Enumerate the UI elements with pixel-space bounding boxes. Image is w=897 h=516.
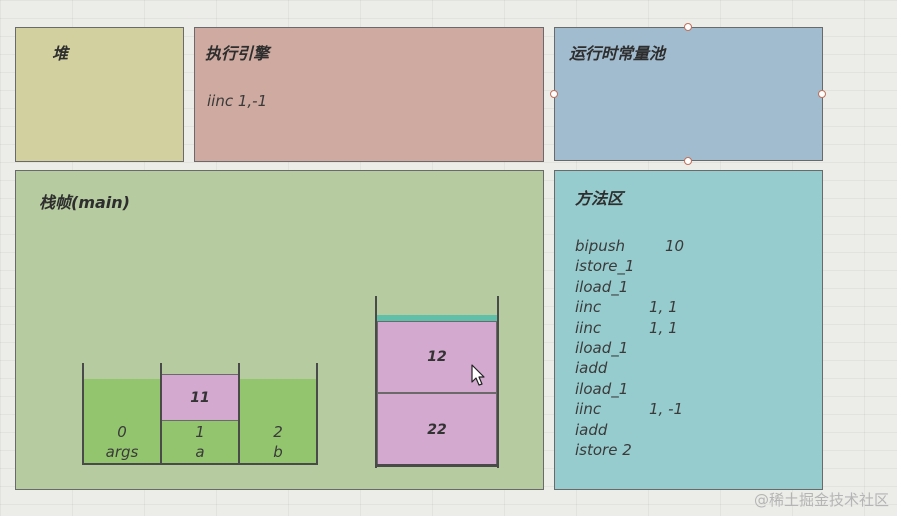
bytecode-line: iload_1 xyxy=(575,339,649,357)
resize-handle-top[interactable] xyxy=(684,23,692,31)
watermark: @稀土掘金技术社区 xyxy=(753,491,889,509)
stack-frame-panel[interactable]: 栈帧(main) 11 0 args 1 a 2 b 12 22 xyxy=(15,170,544,490)
table-divider-2 xyxy=(238,363,240,465)
heap-panel[interactable]: 堆 xyxy=(15,27,184,162)
local-slot-1-value: 11 xyxy=(161,374,239,421)
bytecode-line: iadd xyxy=(575,421,649,439)
bytecode-line: iadd xyxy=(575,359,649,377)
resize-handle-bottom[interactable] xyxy=(684,157,692,165)
local-slot-1-index: 1 xyxy=(195,423,205,441)
bytecode-arg: 1, 1 xyxy=(649,298,678,317)
bytecode-arg: 10 xyxy=(665,237,685,255)
local-slot-2-fill xyxy=(240,379,316,463)
bytecode-line: iinc 1, 1 xyxy=(575,319,678,337)
bytecode-op: iadd xyxy=(575,359,608,378)
bytecode-op: iload_1 xyxy=(575,379,629,398)
bytecode-op: iadd xyxy=(575,420,608,439)
bytecode-op: iinc xyxy=(575,400,602,419)
constant-pool-title: 运行时常量池 xyxy=(569,44,666,63)
bytecode-op: iload_1 xyxy=(575,277,629,296)
bytecode-line: iload_1 xyxy=(575,380,649,398)
bytecode-line: iinc 1, 1 xyxy=(575,298,678,316)
engine-title: 执行引擎 xyxy=(205,44,270,63)
bytecode-line: istore_1 xyxy=(575,257,649,275)
local-slot-1-fill xyxy=(162,421,238,463)
local-variable-table: 11 0 args 1 a 2 b xyxy=(82,363,318,465)
bytecode-op: iload_1 xyxy=(575,339,629,357)
bytecode-op: istore 2 xyxy=(575,441,632,459)
bytecode-line: iload_1 xyxy=(575,278,649,296)
local-slot-0-fill xyxy=(84,379,160,463)
resize-handle-right[interactable] xyxy=(818,90,826,98)
bytecode-op: iinc xyxy=(575,318,602,337)
operand-stack-slot-bottom: 22 xyxy=(377,393,497,466)
bytecode-line: iinc 1, -1 xyxy=(575,400,683,418)
table-wall-left xyxy=(82,363,84,465)
resize-handle-left[interactable] xyxy=(550,90,558,98)
table-wall-right xyxy=(316,363,318,465)
operand-stack-top-band xyxy=(377,315,497,321)
table-divider-1 xyxy=(160,363,162,465)
operand-stack: 12 22 xyxy=(375,296,500,468)
stack-frame-title: 栈帧(main) xyxy=(39,193,130,212)
mouse-cursor-icon xyxy=(471,364,485,386)
bytecode-line: bipush 10 xyxy=(575,237,684,255)
table-floor xyxy=(82,463,318,465)
stack-wall-left xyxy=(375,296,377,468)
local-slot-2-index: 2 xyxy=(273,423,283,441)
constant-pool-panel[interactable]: 运行时常量池 xyxy=(554,27,823,161)
bytecode-op: iinc xyxy=(575,298,602,317)
method-area-title: 方法区 xyxy=(575,189,624,208)
bytecode-arg: 1, -1 xyxy=(649,400,684,419)
local-slot-1-name: a xyxy=(195,443,205,461)
local-slot-0-name: args xyxy=(105,443,139,461)
stack-wall-right xyxy=(497,296,499,468)
heap-title: 堆 xyxy=(52,44,69,63)
bytecode-arg: 1, 1 xyxy=(649,318,678,337)
stack-floor xyxy=(375,464,499,467)
local-slot-0-index: 0 xyxy=(117,423,127,441)
bytecode-line: istore 2 xyxy=(575,441,649,459)
engine-instruction: iinc 1,-1 xyxy=(207,92,268,110)
bytecode-op: bipush xyxy=(575,237,626,255)
bytecode-op: istore_1 xyxy=(575,257,635,276)
local-slot-2-name: b xyxy=(273,443,283,461)
engine-panel[interactable]: 执行引擎 iinc 1,-1 xyxy=(194,27,544,162)
